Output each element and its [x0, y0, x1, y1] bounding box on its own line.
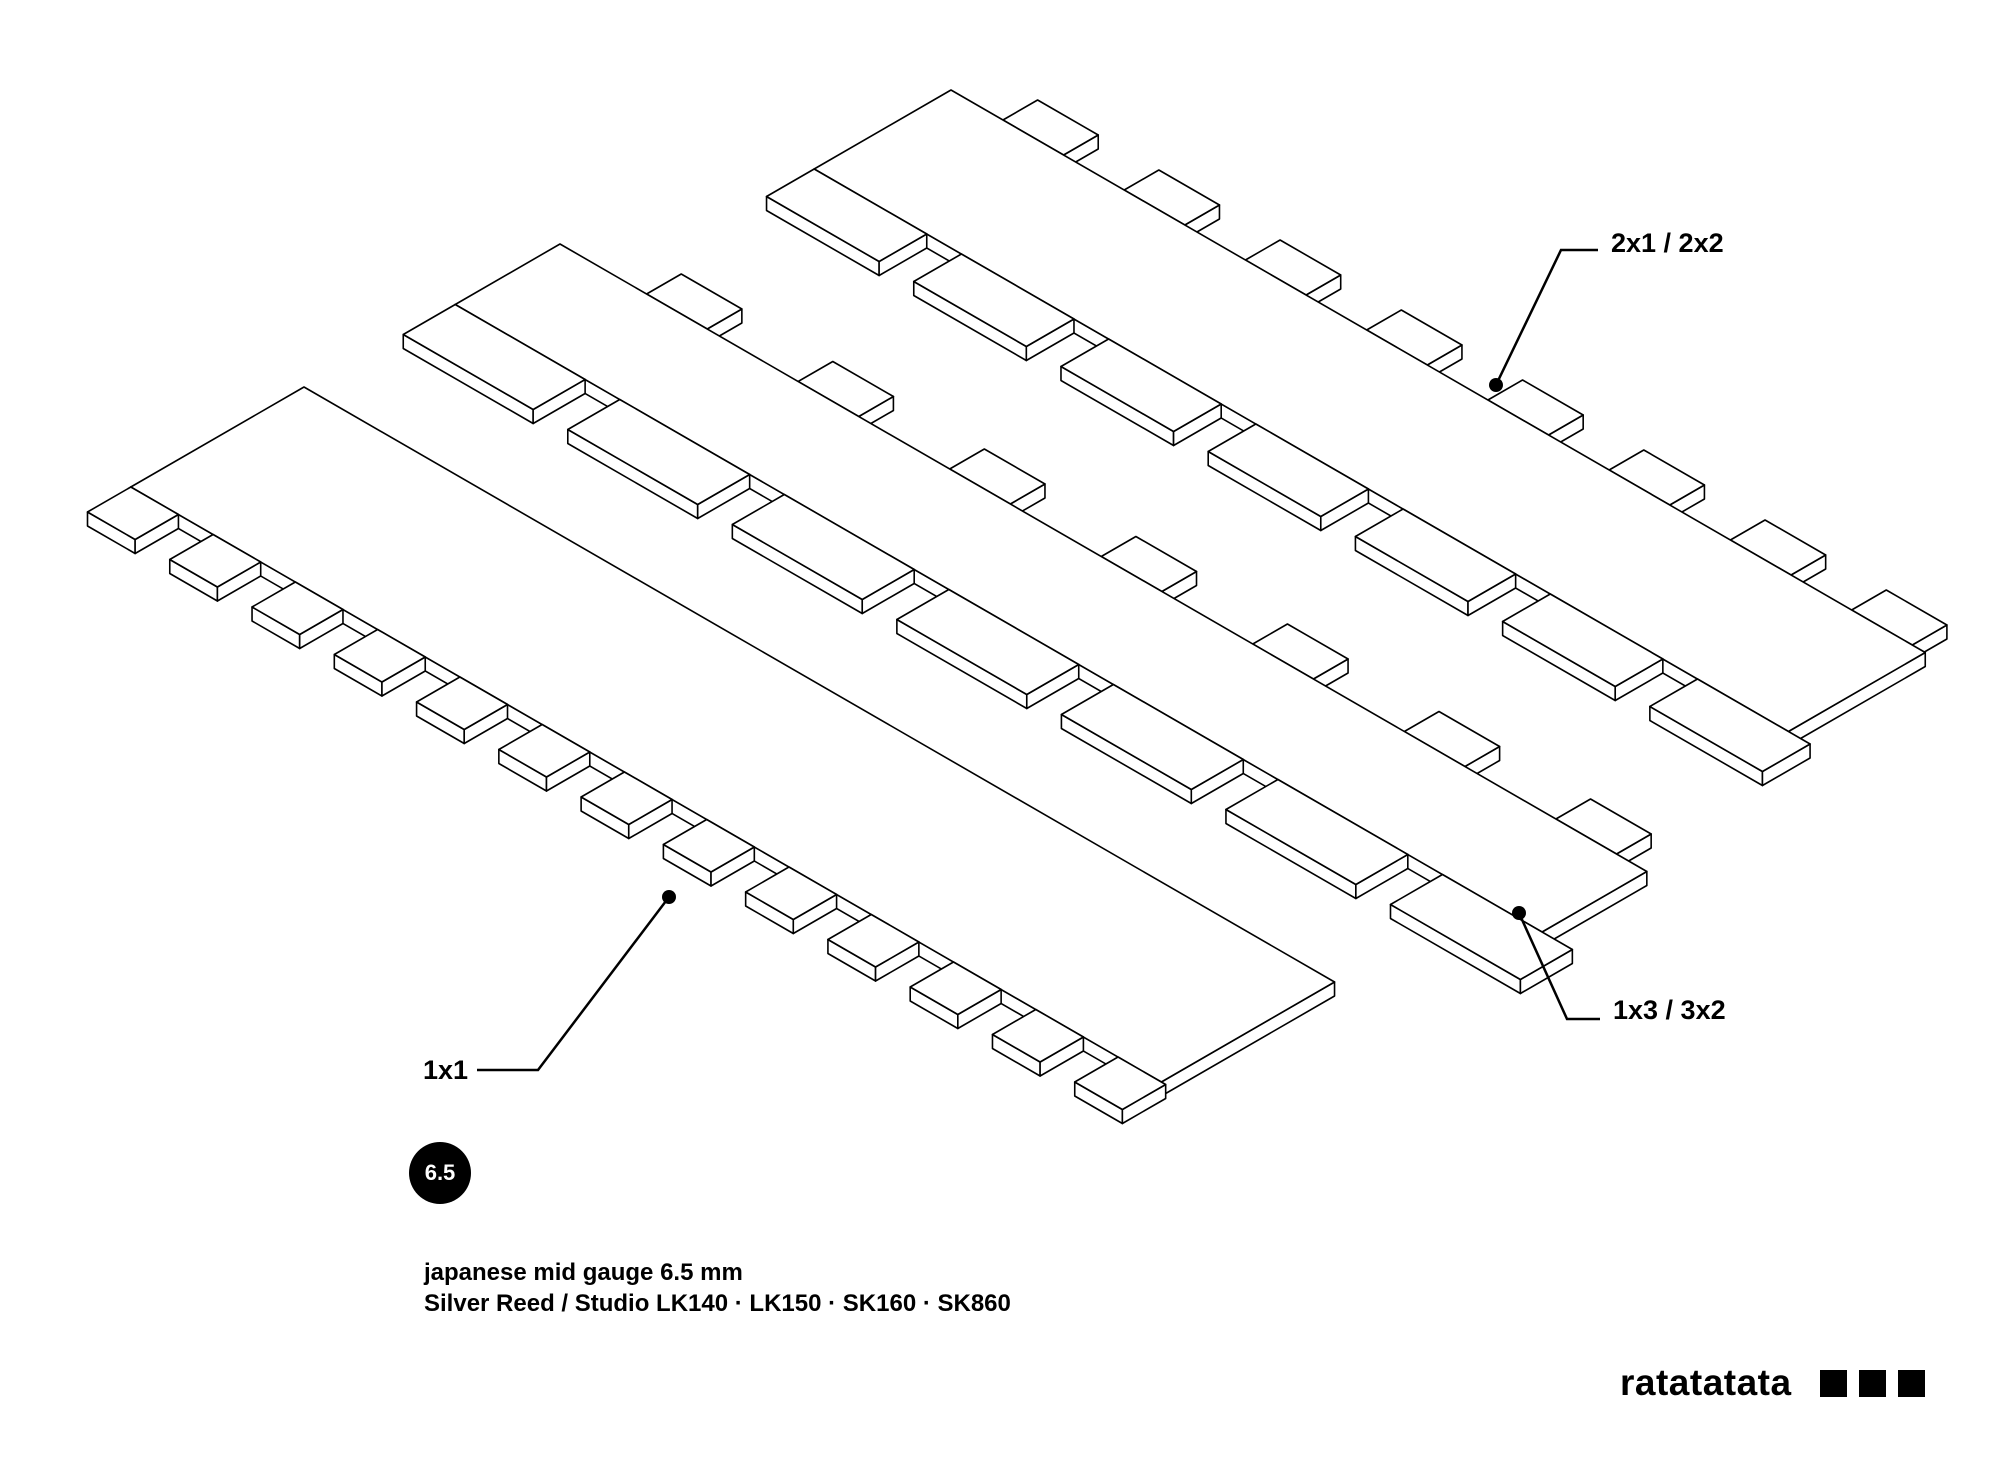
- leader-line-2x1-2x2: [1494, 248, 1598, 386]
- caption: japanese mid gauge 6.5 mm Silver Reed / …: [424, 1257, 1011, 1319]
- label-1x3-3x2: 1x3 / 3x2: [1613, 995, 1726, 1025]
- logo-text: ratatatata: [1620, 1362, 1792, 1403]
- tooth-front-top: [1060, 683, 1245, 791]
- leader-line-1x1-dot: [662, 890, 676, 904]
- tooth-front-top: [912, 253, 1075, 348]
- logo-square-icon: [1819, 1369, 1847, 1397]
- tooth-front-top: [1207, 423, 1370, 518]
- tooth-front-top: [827, 913, 920, 968]
- tooth-front-top: [1354, 508, 1517, 603]
- tooth-front-top: [1389, 873, 1574, 981]
- leader-line-2x1-2x2-dot: [1489, 378, 1503, 392]
- tooth-front-top: [1073, 1056, 1167, 1111]
- tooth-front-top: [731, 493, 915, 601]
- gauge-badge: 6.5: [409, 1142, 471, 1204]
- tooth-front-top: [415, 676, 509, 731]
- tooth-front-top: [251, 581, 344, 636]
- tooth-front-top: [744, 866, 838, 921]
- label-2x1-2x2: 2x1 / 2x2: [1611, 228, 1724, 258]
- tooth-front-top: [909, 961, 1002, 1016]
- leader-line-1x3-3x2: [1517, 912, 1600, 1021]
- tooth-front-top: [1225, 778, 1409, 886]
- gauge-badge-text: 6.5: [424, 1160, 456, 1185]
- caption-line-models: Silver Reed / Studio LK140 · LK150 · SK1…: [424, 1290, 1011, 1317]
- tooth-front-top: [765, 168, 928, 263]
- tooth-front-top: [662, 818, 756, 873]
- leader-line-1x1: [477, 896, 670, 1072]
- tooth-front-top: [402, 303, 586, 411]
- tooth-front-top: [168, 533, 262, 588]
- logo-square-icon: [1858, 1369, 1886, 1397]
- label-1x1: 1x1: [423, 1055, 469, 1085]
- tooth-front-top: [1060, 338, 1222, 433]
- caption-line-gauge: japanese mid gauge 6.5 mm: [424, 1259, 743, 1286]
- tooth-front-top: [498, 723, 591, 778]
- tooth-front-top: [1649, 678, 1811, 773]
- tooth-front-top: [86, 486, 180, 541]
- logo: ratatatata: [1620, 1362, 1937, 1404]
- tooth-front-top: [991, 1008, 1085, 1063]
- tooth-front-top: [566, 398, 751, 506]
- logo-square-icon: [1897, 1369, 1925, 1397]
- tooth-front-top: [1501, 593, 1664, 688]
- tooth-front-top: [580, 771, 673, 826]
- tooth-front-top: [896, 588, 1080, 696]
- tooth-front-top: [333, 628, 427, 683]
- leader-line-1x3-3x2-dot: [1512, 906, 1526, 920]
